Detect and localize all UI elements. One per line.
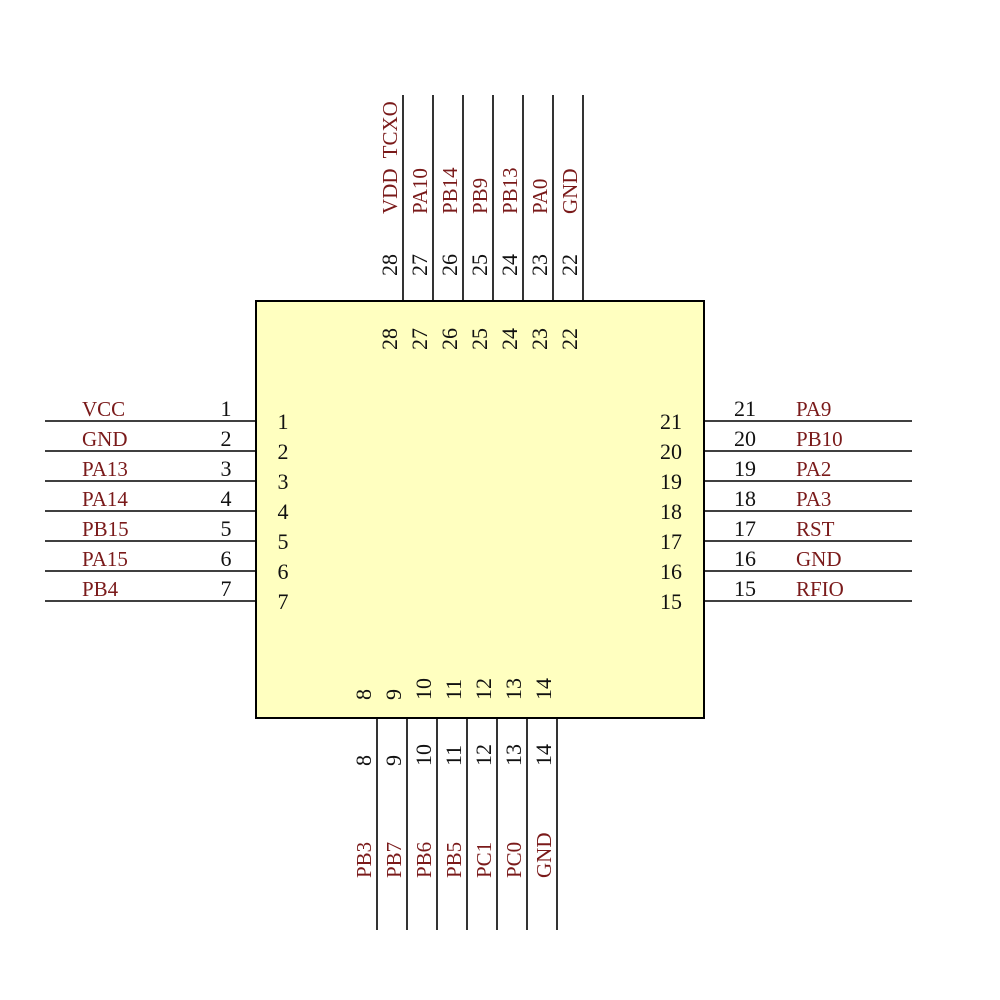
pin-number-outer-15: 15: [734, 576, 756, 601]
pin-label-7: PB4: [82, 577, 119, 601]
pin-number-inner-19: 19: [660, 469, 682, 494]
pin-label-6: PA15: [82, 547, 128, 571]
pin-number-outer-17: 17: [734, 516, 756, 541]
pin-number-inner-11: 11: [441, 679, 466, 700]
pin-number-inner-28: 28: [377, 328, 402, 350]
pin-label-10: PB6: [412, 842, 436, 878]
pin-number-inner-10: 10: [411, 678, 436, 700]
pin-number-inner-20: 20: [660, 439, 682, 464]
pin-label-25: PB9: [468, 178, 492, 214]
pin-number-inner-12: 12: [471, 678, 496, 700]
pin-number-inner-25: 25: [467, 328, 492, 350]
pin-label-15: RFIO: [796, 577, 844, 601]
pin-number-inner-27: 27: [407, 328, 432, 350]
pin-number-outer-25: 25: [467, 254, 492, 276]
pin-label-28: VDD TCXO: [378, 101, 402, 214]
pin-label-24: PB13: [498, 167, 522, 214]
pin-number-inner-17: 17: [660, 529, 682, 554]
pin-label-14: GND: [532, 833, 556, 879]
pin-number-outer-27: 27: [407, 254, 432, 276]
pin-number-inner-13: 13: [501, 678, 526, 700]
pin-number-inner-14: 14: [531, 678, 556, 700]
pin-number-outer-21: 21: [734, 396, 756, 421]
pin-number-inner-23: 23: [527, 328, 552, 350]
pin-label-19: PA2: [796, 457, 831, 481]
pin-number-inner-21: 21: [660, 409, 682, 434]
pin-label-12: PC1: [472, 842, 496, 878]
pin-number-outer-6: 6: [221, 546, 232, 571]
pin-label-11: PB5: [442, 842, 466, 878]
pin-number-outer-22: 22: [557, 254, 582, 276]
pin-label-3: PA13: [82, 457, 128, 481]
pin-label-5: PB15: [82, 517, 129, 541]
pin-number-inner-2: 2: [278, 439, 289, 464]
pin-number-inner-9: 9: [381, 689, 406, 700]
pin-number-outer-20: 20: [734, 426, 756, 451]
pin-number-outer-1: 1: [221, 396, 232, 421]
pin-number-outer-9: 9: [381, 755, 406, 766]
pin-number-inner-5: 5: [278, 529, 289, 554]
pin-label-22: GND: [558, 169, 582, 215]
pin-label-23: PA0: [528, 179, 552, 214]
pin-number-outer-7: 7: [221, 576, 232, 601]
pin-number-outer-24: 24: [497, 254, 522, 276]
pin-number-inner-18: 18: [660, 499, 682, 524]
pin-label-26: PB14: [438, 167, 462, 214]
pin-label-20: PB10: [796, 427, 843, 451]
pin-number-inner-26: 26: [437, 328, 462, 350]
pin-number-outer-12: 12: [471, 744, 496, 766]
pin-number-inner-4: 4: [278, 499, 289, 524]
pin-number-outer-5: 5: [221, 516, 232, 541]
pin-label-21: PA9: [796, 397, 831, 421]
pin-number-outer-19: 19: [734, 456, 756, 481]
pin-number-inner-7: 7: [278, 589, 289, 614]
pin-label-16: GND: [796, 547, 842, 571]
pin-label-17: RST: [796, 517, 835, 541]
pin-number-outer-13: 13: [501, 744, 526, 766]
pin-label-13: PC0: [502, 842, 526, 878]
pin-number-outer-14: 14: [531, 744, 556, 766]
pin-number-outer-18: 18: [734, 486, 756, 511]
pin-number-inner-22: 22: [557, 328, 582, 350]
pin-label-9: PB7: [382, 842, 406, 878]
pin-number-inner-24: 24: [497, 328, 522, 350]
pin-number-inner-3: 3: [278, 469, 289, 494]
pin-number-inner-15: 15: [660, 589, 682, 614]
pin-label-8: PB3: [352, 842, 376, 878]
pin-number-outer-4: 4: [221, 486, 232, 511]
pin-number-outer-16: 16: [734, 546, 756, 571]
pin-number-inner-6: 6: [278, 559, 289, 584]
chip-body: [255, 300, 705, 719]
pin-label-27: PA10: [408, 168, 432, 214]
pin-number-outer-3: 3: [221, 456, 232, 481]
pin-number-outer-28: 28: [377, 254, 402, 276]
pin-label-4: PA14: [82, 487, 128, 511]
pin-number-outer-23: 23: [527, 254, 552, 276]
pin-label-2: GND: [82, 427, 128, 451]
pin-number-outer-8: 8: [351, 755, 376, 766]
pin-number-inner-1: 1: [278, 409, 289, 434]
pin-label-18: PA3: [796, 487, 831, 511]
pin-number-inner-8: 8: [351, 689, 376, 700]
pin-label-1: VCC: [82, 397, 125, 421]
pin-number-outer-2: 2: [221, 426, 232, 451]
pin-number-inner-16: 16: [660, 559, 682, 584]
pin-number-outer-11: 11: [441, 745, 466, 766]
pin-number-outer-26: 26: [437, 254, 462, 276]
pin-number-outer-10: 10: [411, 744, 436, 766]
